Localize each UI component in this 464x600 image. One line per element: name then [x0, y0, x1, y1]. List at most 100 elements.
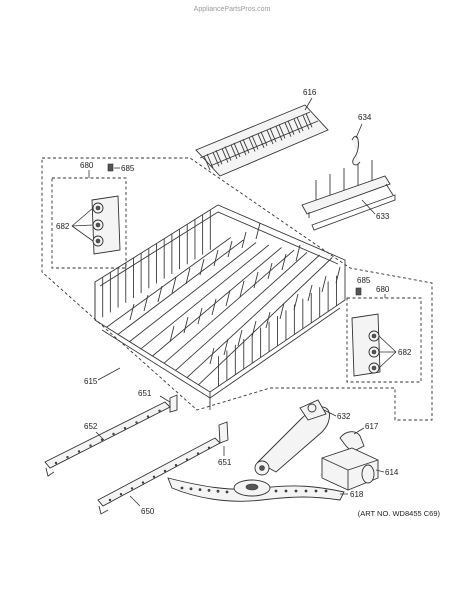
wire-segment: [248, 137, 256, 152]
wire-segment: [230, 144, 238, 160]
wire-segment: [293, 293, 299, 311]
leader-616: [304, 97, 313, 111]
watermark: AppliancePartsPros.com: [194, 6, 271, 13]
wire-segment: [224, 146, 232, 161]
wire-segment: [169, 325, 175, 343]
hole: [130, 487, 134, 490]
wire-segment: [199, 258, 205, 276]
wire-segment: [239, 141, 247, 156]
label-680-left: 680: [80, 161, 94, 170]
end-stop-651-top: [169, 394, 178, 413]
leader-633: [361, 199, 376, 215]
label-618: 618: [350, 490, 364, 499]
wire-segment: [266, 129, 274, 145]
hole: [119, 493, 123, 496]
wire-segment: [223, 338, 229, 356]
rail-652: [44, 401, 171, 477]
wire-segment: [265, 311, 271, 329]
upper-rack-615: [94, 204, 346, 410]
left-clip-box: [51, 177, 127, 269]
wire-segment: [293, 118, 301, 134]
hole: [180, 486, 184, 490]
leader-651-top: [159, 395, 171, 403]
wire-segment: [225, 289, 231, 307]
label-651-bottom: 651: [218, 458, 232, 467]
wire-segment: [129, 303, 135, 321]
hole: [66, 456, 69, 459]
wire-segment: [215, 150, 223, 165]
tine-row-616: [195, 104, 329, 177]
hole: [89, 444, 92, 447]
wire-segment: [197, 307, 203, 325]
hole: [207, 488, 211, 492]
stop-685-left: [107, 163, 114, 172]
wire-segment: [221, 148, 229, 163]
cup-shelf-633: [301, 160, 396, 231]
spray-arm-618: [167, 477, 345, 502]
wire-segment: [251, 135, 259, 150]
wire-segment: [211, 298, 217, 316]
wire-segment: [242, 139, 250, 154]
wire-segment: [140, 244, 270, 350]
wire-segment: [302, 115, 310, 130]
leader-652: [95, 431, 105, 441]
hole: [225, 490, 229, 494]
wire-segment: [307, 284, 313, 302]
leader-632: [323, 409, 337, 417]
hole: [158, 409, 161, 412]
assembly-outline: [41, 157, 433, 421]
label-685-right: 685: [357, 276, 371, 285]
roller-clip-right: [351, 313, 381, 377]
wire-segment: [305, 113, 313, 128]
wire-segment: [198, 257, 333, 386]
wire-segment: [175, 252, 308, 371]
wire-segment: [241, 231, 247, 249]
wire-segment: [206, 153, 214, 169]
wire-segment: [257, 133, 265, 148]
wire-segment: [212, 152, 220, 167]
leader-615: [97, 367, 121, 381]
hole: [324, 489, 328, 493]
hole: [196, 452, 200, 455]
hole: [294, 489, 298, 493]
right-clip-box: [346, 297, 422, 383]
wire-segment: [260, 131, 268, 146]
wire-segment: [281, 253, 287, 271]
hook-634: [351, 135, 361, 166]
leader-682-right: [378, 335, 397, 369]
wire-segment: [278, 124, 286, 139]
leader-617: [353, 427, 365, 435]
wire-segment: [157, 285, 163, 303]
wire-segment: [251, 320, 257, 338]
wire-segment: [295, 244, 301, 262]
wire-segment: [279, 302, 285, 320]
hole: [100, 438, 104, 441]
hole: [274, 489, 278, 493]
conduit-632: [254, 399, 330, 476]
wire-segment: [267, 262, 273, 280]
hole: [77, 450, 81, 453]
wire-segment: [335, 266, 341, 284]
hole: [152, 475, 156, 478]
manifold-614: [321, 447, 379, 491]
hole: [123, 427, 127, 430]
wire-segment: [203, 155, 211, 171]
wire-segment: [209, 347, 215, 365]
label-650: 650: [141, 507, 155, 516]
wire-segment: [106, 237, 231, 328]
label-652: 652: [84, 422, 98, 431]
art-number: (ART NO. WD8455 C69): [358, 509, 441, 518]
label-651-top: 651: [138, 389, 152, 398]
wire-segment: [171, 276, 177, 294]
hole: [112, 432, 115, 436]
hole: [189, 487, 193, 491]
wire-segment: [284, 122, 292, 137]
hole: [54, 461, 58, 465]
end-stop-651-bottom: [218, 421, 229, 444]
leader-614: [375, 469, 385, 473]
wire-segment: [255, 222, 261, 240]
hole: [216, 489, 220, 493]
label-615: 615: [84, 377, 98, 386]
hole: [163, 469, 167, 473]
